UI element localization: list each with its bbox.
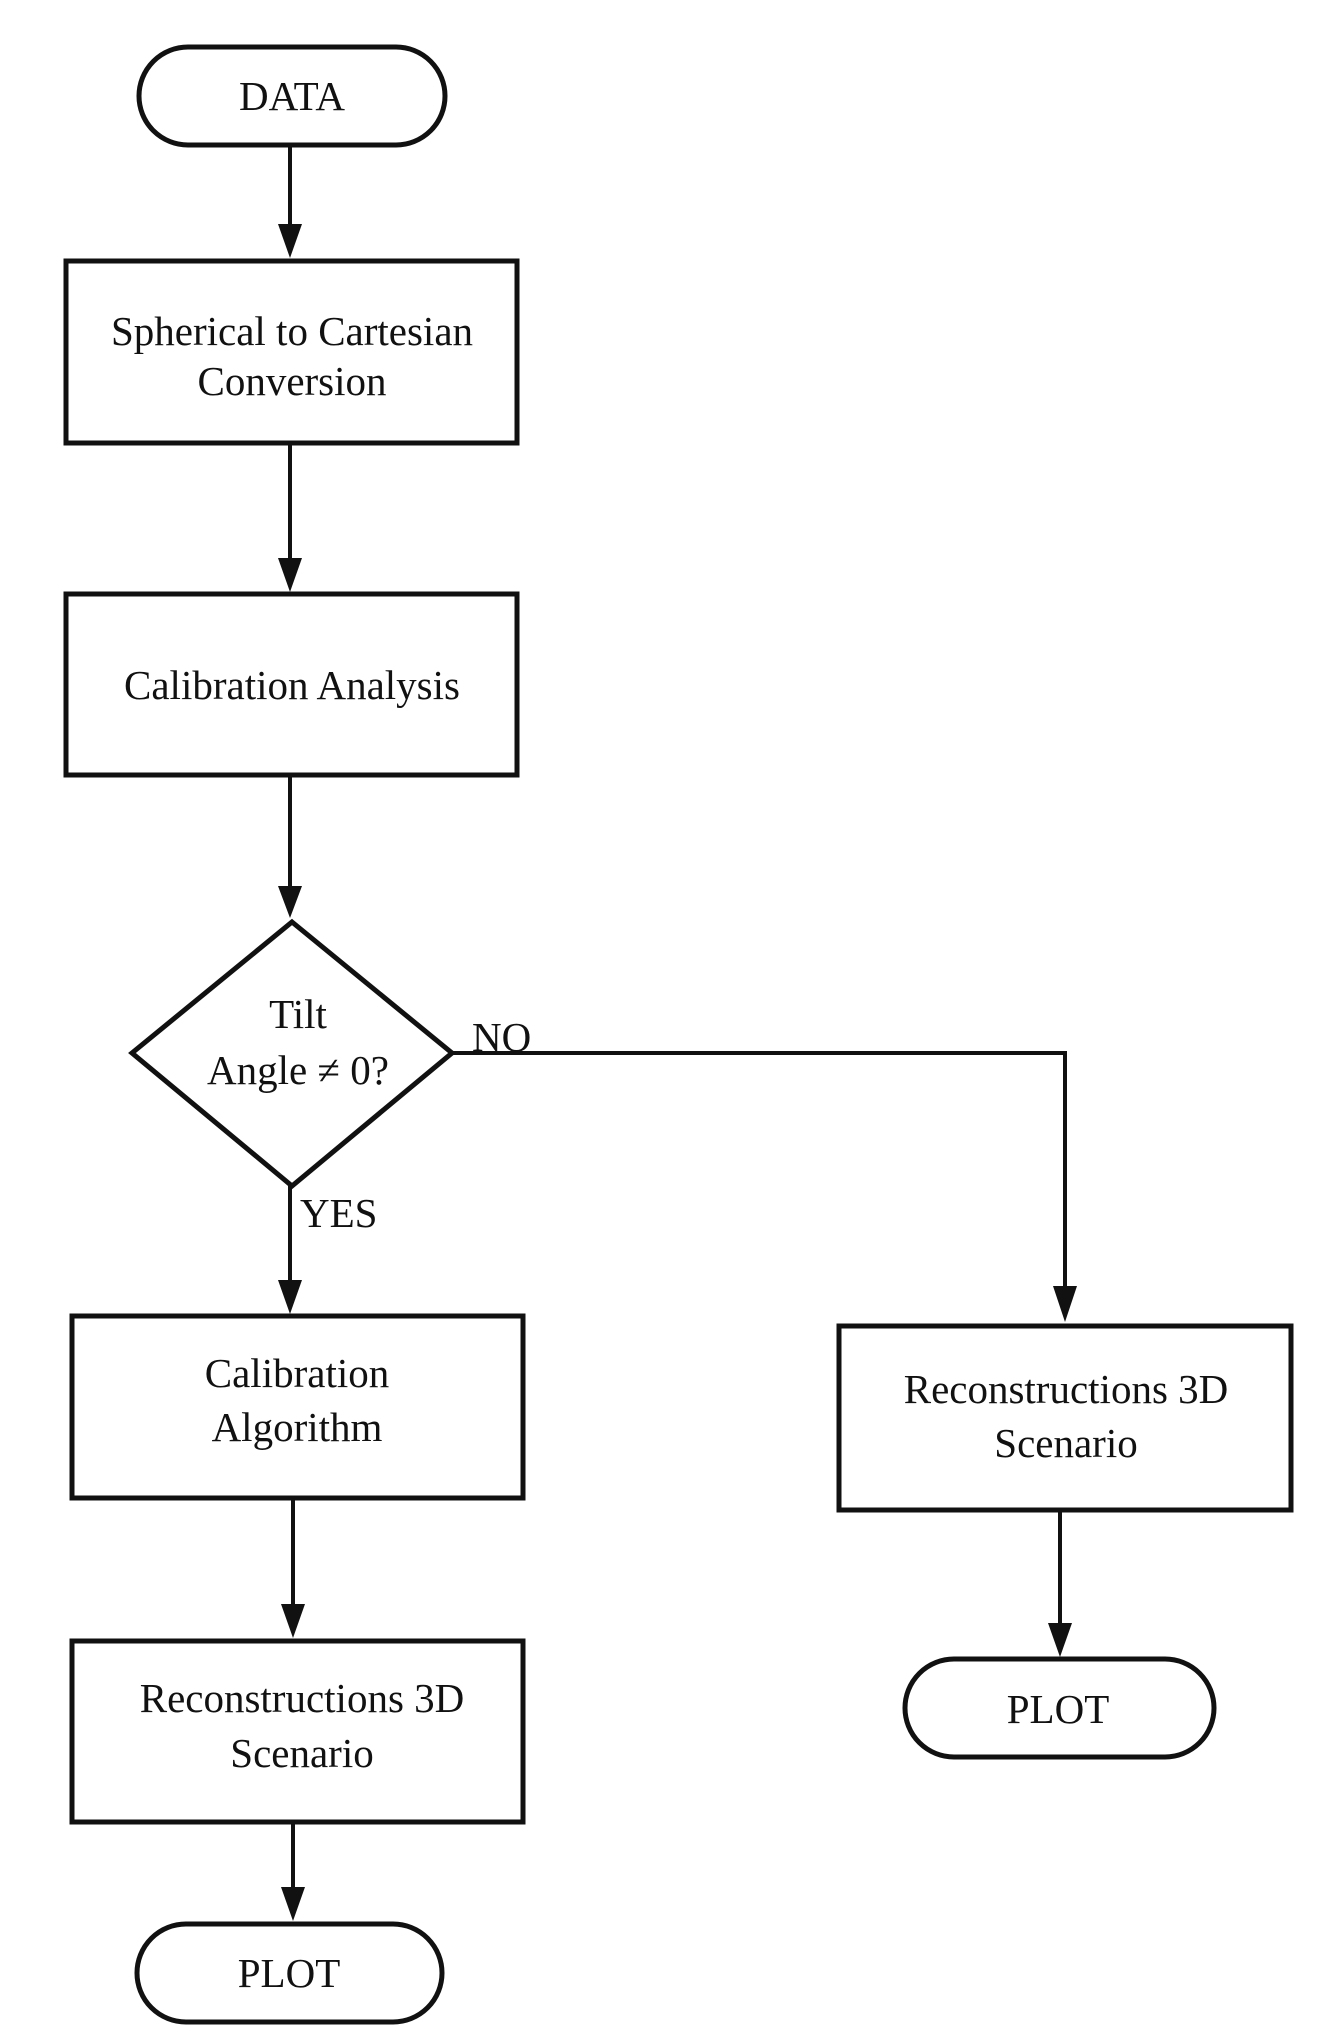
node-calibration-analysis: Calibration Analysis <box>63 591 520 778</box>
arrowhead-reconstruction-left-to-plot <box>281 1887 305 1921</box>
reconstruction-right-box <box>836 1323 1294 1513</box>
node-reconstruction-left: Reconstructions 3D Scenario <box>69 1638 526 1825</box>
conversion-label-line-2: Conversion <box>197 358 386 404</box>
node-start: DATA <box>136 44 448 148</box>
calibration-analysis-label: Calibration Analysis <box>124 662 460 708</box>
decision-diamond <box>128 918 456 1190</box>
node-plot-right: PLOT <box>902 1656 1217 1760</box>
arrowhead-decision-no <box>1053 1286 1077 1322</box>
node-calibration-algorithm: Calibration Algorithm <box>69 1313 526 1501</box>
calibration-analysis-box <box>63 591 520 778</box>
arrowhead-reconstruction-right-to-plot <box>1048 1623 1072 1657</box>
edge-label-no: NO <box>472 1014 531 1060</box>
start-label: DATA <box>239 73 345 119</box>
decision-label-line-2: Angle ≠ 0? <box>207 1047 389 1093</box>
arrowhead-calibration-algorithm-to-reconstruction <box>281 1604 305 1638</box>
reconstruction-left-box <box>69 1638 526 1825</box>
connectors <box>278 145 1077 1921</box>
arrowhead-decision-yes <box>278 1280 302 1314</box>
conversion-box <box>63 258 520 446</box>
reconstruction-right-label-line-2: Scenario <box>994 1420 1137 1466</box>
reconstruction-right-label-line-1: Reconstructions 3D <box>904 1366 1229 1412</box>
node-plot-left: PLOT <box>134 1921 445 2025</box>
calibration-algorithm-box <box>69 1313 526 1501</box>
plot-right-label: PLOT <box>1007 1686 1110 1732</box>
reconstruction-left-label-line-2: Scenario <box>230 1730 373 1776</box>
decision-label-line-1: Tilt <box>269 991 327 1037</box>
node-conversion: Spherical to Cartesian Conversion <box>63 258 520 446</box>
reconstruction-left-label-line-1: Reconstructions 3D <box>140 1675 465 1721</box>
arrowhead-conversion-to-calibration-analysis <box>278 558 302 592</box>
arrowhead-calibration-analysis-to-decision <box>278 886 302 918</box>
start-terminal <box>136 44 448 148</box>
calibration-algorithm-label-line-1: Calibration <box>205 1350 389 1396</box>
calibration-algorithm-label-line-2: Algorithm <box>212 1404 383 1450</box>
edge-decision-no <box>452 1051 1067 1290</box>
plot-left-label: PLOT <box>238 1950 341 1996</box>
plot-left-terminal <box>134 1921 445 2025</box>
arrowhead-data-to-conversion <box>278 224 302 258</box>
edge-label-yes: YES <box>300 1190 377 1236</box>
node-decision: Tilt Angle ≠ 0? <box>128 918 456 1190</box>
node-reconstruction-right: Reconstructions 3D Scenario <box>836 1323 1294 1513</box>
plot-right-terminal <box>902 1656 1217 1760</box>
conversion-label-line-1: Spherical to Cartesian <box>111 308 473 354</box>
